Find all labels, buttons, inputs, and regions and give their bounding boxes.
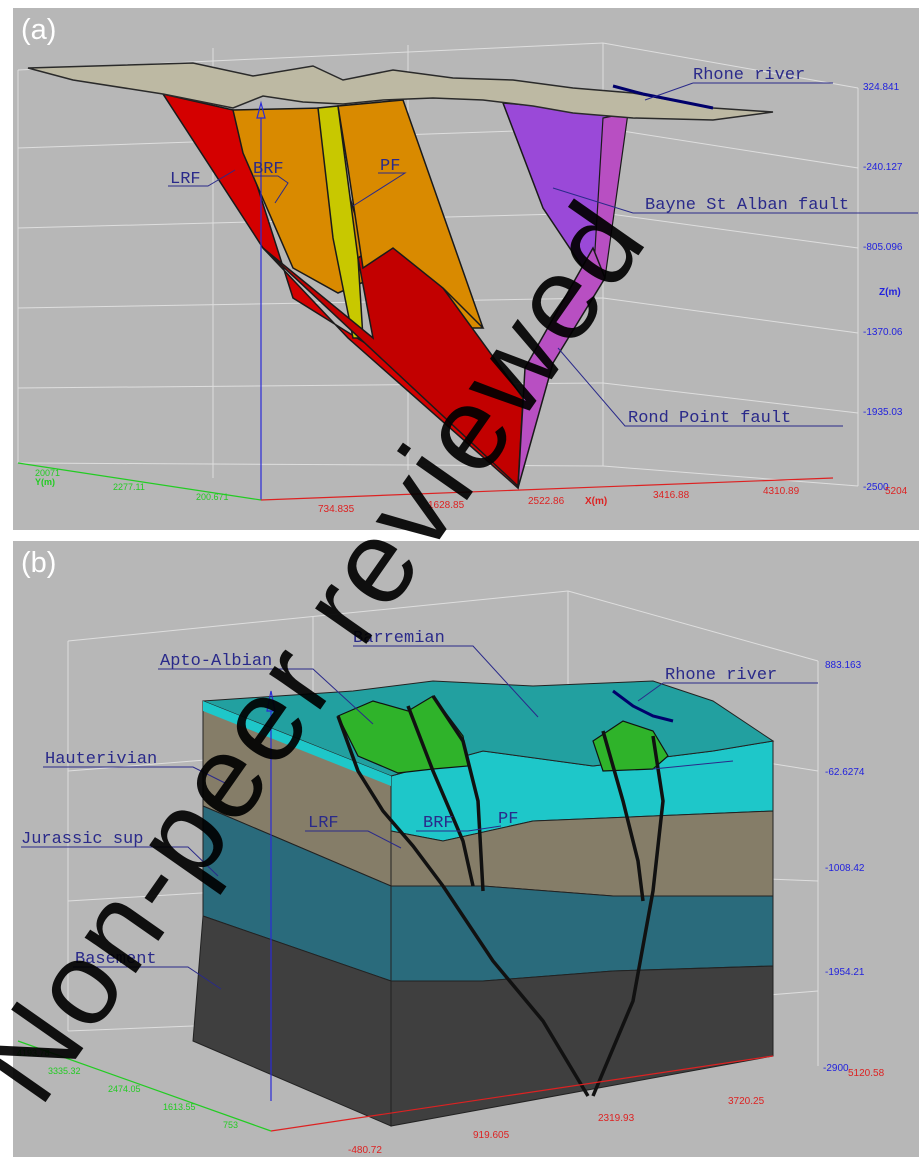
y-tick-b-4: 753 [223,1120,238,1130]
label-rhone-river-b: Rhone river [665,666,777,685]
panel-a-label: (a) [21,14,57,46]
topography-surface [27,62,774,121]
apto-albian-top-strip [203,701,391,786]
axis-arrow-b [266,690,276,712]
y-tick-b-1: 3335.32 [48,1066,81,1076]
x-tick-4: 4310.89 [763,486,800,497]
z-tick-4: -1935.03 [863,407,903,418]
basement-right-face [390,965,774,1127]
label-lrf: LRF [170,170,201,189]
fault-model-3d-view: 324.841 -240.127 -805.096 Z(m) -1370.06 … [17,42,918,515]
label-bayne-st-alban-fault: Bayne St Alban fault [645,196,849,215]
z-tick-2: -805.096 [863,242,903,253]
rhone-river-line-b [612,689,674,723]
label-rhone-river: Rhone river [693,66,805,85]
label-jurassic-sup: Jurassic sup [21,830,143,849]
z-tick-b-1: -62.6274 [825,767,865,778]
z-axis-title: Z(m) [879,287,901,298]
y-tick-0: 20071 [35,468,60,478]
label-brf: BRF [253,160,284,179]
brf-fault-upper [337,99,484,329]
z-tick-3: -1370.06 [863,327,903,338]
jurassic-sup-right-face [390,885,774,982]
y-tick-b-3: 1613.55 [163,1102,196,1112]
axis-arrow [256,100,266,119]
label-pf: PF [380,157,400,176]
rond-point-fault-surface [517,246,606,489]
y-tick-1: 2277.11 [113,482,145,492]
label-apto-albian: Apto-Albian [160,652,272,671]
panel-a-fault-model: 324.841 -240.127 -805.096 Z(m) -1370.06 … [13,8,919,530]
z-tick-b-0: 883.163 [825,660,862,671]
y-tick-b-2: 2474.05 [108,1084,141,1094]
y-axis-line [17,462,262,501]
label-pf-b: PF [498,810,518,829]
label-hauterivian: Hauterivian [45,750,157,769]
fault-traces [336,695,665,1097]
z-tick-b-4: -2900 [823,1063,849,1074]
x-axis-title: X(m) [585,496,607,507]
label-basement: Basement [75,950,157,969]
callout-leaders-b [21,645,818,990]
z-tick-5: -2500 [863,482,889,493]
z-tick-b-2: -1008.42 [825,863,865,874]
x-tick-1: 1628.85 [428,500,465,511]
z-tick-b-3: -1954.21 [825,967,865,978]
y-axis-line-b [17,1040,272,1132]
rhone-river-line [612,84,714,110]
label-brf-b: BRF [423,814,454,833]
z-tick-0: 324.841 [863,82,900,93]
geological-model-3d-view: 883.163 -62.6274 -1008.42 -1954.21 -2900… [17,590,885,1156]
x-axis-line [260,477,834,501]
z-tick-1: -240.127 [863,162,903,173]
x-tick-3: 3416.88 [653,490,690,501]
panel-b-geological-model: 883.163 -62.6274 -1008.42 -1954.21 -2900… [13,541,919,1157]
x-tick-b-0: -480.72 [348,1145,382,1156]
callout-leaders-a [168,82,918,427]
label-barremian: Barremian [353,629,445,648]
x-tick-end: 5204 [885,486,908,497]
y-tick-2: 200.671 [196,492,229,502]
x-tick-0: 734.835 [318,504,355,515]
x-tick-b-3: 3720.25 [728,1096,765,1107]
label-lrf-b: LRF [308,814,339,833]
lrf-lower-surface [262,237,524,488]
y-axis-title: Y(m) [35,477,55,487]
x-axis-line-b [270,1055,774,1132]
x-tick-b-2: 2319.93 [598,1113,635,1124]
x-tick-2: 2522.86 [528,496,565,507]
panel-b-label: (b) [21,547,57,579]
label-rond-point-fault: Rond Point fault [628,409,791,428]
x-tick-end-b: 5120.58 [848,1068,885,1079]
y-tick-b-0: 4193.78 [17,1048,50,1058]
x-tick-b-1: 919.605 [473,1130,510,1141]
